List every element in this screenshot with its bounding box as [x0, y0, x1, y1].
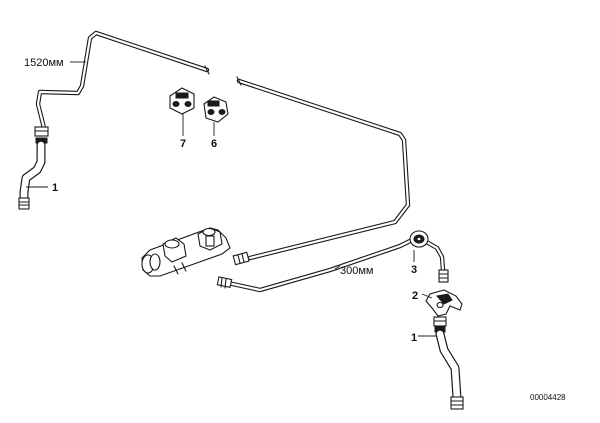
clip-7: [169, 87, 195, 115]
length-label-300: 300мм: [340, 265, 373, 277]
length-label-1520: 1520мм: [24, 57, 64, 69]
brake-line-1520: [35, 30, 411, 266]
brake-line-300: [216, 237, 449, 293]
callout-1-lower: 1: [411, 332, 417, 344]
callout-1-upper: 1: [52, 182, 58, 194]
callout-6: 6: [211, 138, 217, 150]
callout-3: 3: [411, 264, 417, 276]
hose-bracket: [425, 289, 463, 317]
leader-lines: [26, 61, 436, 337]
callout-2: 2: [412, 290, 418, 302]
clip-6: [203, 96, 229, 123]
callout-7: 7: [180, 138, 186, 150]
grommet: [409, 230, 429, 248]
diagram-reference-number: 00004428: [530, 393, 566, 402]
brake-hose-upper: [18, 126, 49, 210]
master-cylinder: [141, 227, 231, 277]
brake-hose-lower: [433, 316, 464, 410]
